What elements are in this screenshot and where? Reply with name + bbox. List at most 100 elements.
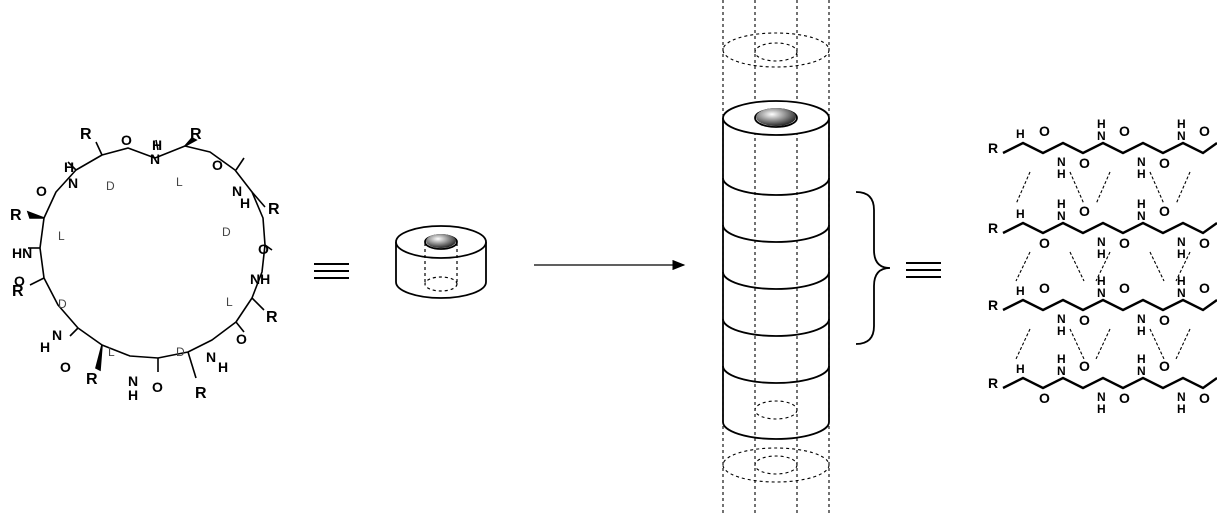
strand-backbone [1002, 141, 1217, 155]
amide-h-label: H [1097, 274, 1106, 288]
hydrogen-bond-line [1015, 328, 1031, 360]
amide-h-label: H [128, 387, 138, 403]
carbonyl-o-label: O [1079, 203, 1090, 219]
amide-n-label: N [1097, 129, 1106, 143]
hydrogen-bond-line [1149, 171, 1165, 205]
carbonyl-o-label: O [1039, 390, 1050, 406]
ring-cylinder-icon [395, 225, 487, 299]
amide-nh-label: NH [250, 271, 270, 287]
amide-n-label: N [206, 349, 216, 365]
hydrogen-bond-line [1069, 251, 1085, 282]
amide-n-label: N [1137, 209, 1146, 223]
amide-n-label: N [1137, 364, 1146, 378]
amide-h-label: H [1097, 402, 1106, 416]
carbonyl-o-label: O [1039, 280, 1050, 296]
hydrogen-bond-line [1069, 328, 1085, 360]
substituent-r-label: R [80, 126, 92, 143]
carbonyl-o-label: O [152, 379, 163, 395]
carbonyl-o-label: O [258, 241, 269, 257]
amide-h-label: H [1016, 127, 1025, 141]
amide-h-label: H [1097, 117, 1106, 131]
strand-r-label: R [988, 140, 998, 156]
substituent-r-label: R [86, 371, 98, 388]
amide-n-label: N [1177, 235, 1186, 249]
amide-n-label: N [128, 373, 138, 389]
amide-n-label: N [232, 183, 242, 199]
carbonyl-o-label: O [1199, 235, 1210, 251]
amide-n-label: N [68, 175, 78, 191]
hydrogen-bond-line [1149, 251, 1165, 282]
carbonyl-o-label: O [1199, 280, 1210, 296]
chirality-d-label: D [176, 345, 185, 359]
triple-bar-icon [314, 263, 349, 279]
strand-r-label: R [988, 220, 998, 236]
carbonyl-o-label: O [212, 157, 223, 173]
amide-h-label: H [1137, 167, 1146, 181]
nanotube-stack-icon [722, 0, 830, 514]
chirality-d-label: D [106, 179, 115, 193]
amide-n-label: N [1097, 390, 1106, 404]
chirality-l-label: L [226, 295, 233, 309]
hydrogen-bond-line [1015, 251, 1031, 282]
amide-n-label: N [1097, 235, 1106, 249]
carbonyl-o-label: O [60, 359, 71, 375]
amide-h-label: H [1057, 167, 1066, 181]
chirality-l-label: L [176, 175, 183, 189]
carbonyl-o-label: O [1119, 390, 1130, 406]
hydrogen-bond-line [1095, 251, 1111, 282]
substituent-r-label: R [195, 385, 207, 402]
amide-n-label: N [1057, 364, 1066, 378]
amide-n-label: N [1057, 312, 1066, 326]
amide-n-label: N [1177, 390, 1186, 404]
amide-n-label: N [1137, 155, 1146, 169]
amide-h-label: H [1177, 247, 1186, 261]
hydrogen-bond-line [1015, 171, 1031, 205]
strand-backbone [1002, 298, 1217, 312]
amide-h-label: H [1057, 324, 1066, 338]
amide-h-label: H [1057, 197, 1066, 211]
carbonyl-o-label: O [1079, 155, 1090, 171]
amide-n-label: N [1177, 286, 1186, 300]
chirality-l-label: L [108, 345, 115, 359]
amide-h-label: H [1016, 362, 1025, 376]
substituent-r-label: R [266, 309, 278, 326]
amide-h-label: H [1177, 274, 1186, 288]
amide-h-label: H [1137, 197, 1146, 211]
carbonyl-o-label: O [1119, 235, 1130, 251]
strand-backbone [1002, 376, 1217, 390]
amide-hn-label: HN [12, 245, 32, 261]
strand-r-label: R [988, 375, 998, 391]
hydrogen-bond-line [1175, 251, 1191, 282]
amide-n-label: N [52, 327, 62, 343]
amide-n-label: N [1057, 209, 1066, 223]
chirality-d-label: D [58, 297, 67, 311]
hydrogen-bond-line [1175, 171, 1191, 205]
carbonyl-o-label: O [121, 132, 132, 148]
chirality-d-label: D [222, 225, 231, 239]
cavity-ball-icon [756, 108, 796, 126]
substituent-r-label: R [268, 201, 280, 218]
hydrogen-bond-line [1069, 171, 1085, 205]
strand-r-label: R [988, 297, 998, 313]
carbonyl-o-label: O [1039, 235, 1050, 251]
substituent-r-label: R [10, 207, 22, 224]
triple-bar-icon [906, 262, 941, 278]
hydrogen-bonded-sheet-structure: RONHONHONHONHONHHRONHONHONHONHONHHRONHON… [988, 117, 1217, 416]
amide-h-label: H [1016, 284, 1025, 298]
amide-h-label: H [64, 159, 74, 175]
amide-n-label: N [150, 151, 160, 167]
carbonyl-o-label: O [1159, 203, 1170, 219]
right-curly-brace-icon [855, 191, 891, 345]
cavity-ball-icon [426, 234, 456, 248]
substituent-r-label: R [190, 126, 202, 143]
amide-h-label: H [240, 195, 250, 211]
carbonyl-o-label: O [1119, 280, 1130, 296]
carbonyl-o-label: O [1079, 358, 1090, 374]
carbonyl-o-label: O [1159, 358, 1170, 374]
amide-h-label: H [1137, 324, 1146, 338]
amide-h-label: H [40, 339, 50, 355]
amide-h-label: H [1016, 207, 1025, 221]
amide-h-label: H [1097, 247, 1106, 261]
substituent-bonds [26, 137, 273, 379]
